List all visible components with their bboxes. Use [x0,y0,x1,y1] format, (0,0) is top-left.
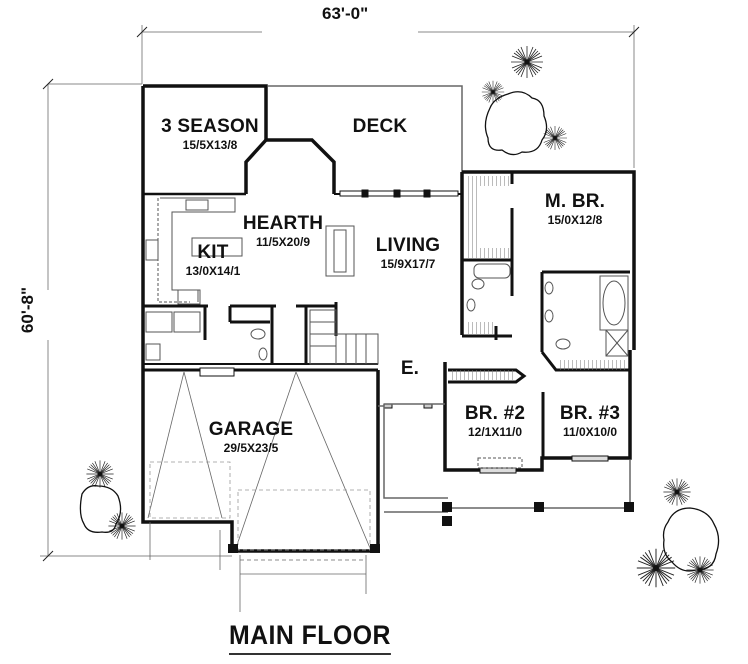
exterior-walls [141,84,636,553]
landscaping-trees [79,45,720,588]
room-name: 3 SEASON [161,116,259,137]
room-size: 15/9X17/7 [380,257,436,271]
room-label-hearth: HEARTH 11/5X20/9 [238,214,328,248]
room-size: 29/5X23/5 [223,441,279,455]
room-label-entry: E. [398,359,422,378]
plan-title: MAIN FLOOR [229,620,391,655]
room-label-living: LIVING 15/9X17/7 [366,236,450,270]
garage-corners [228,544,380,553]
room-name: HEARTH [242,213,324,234]
room-name: GARAGE [208,419,294,440]
room-size: 11/0X10/0 [562,425,618,439]
room-label-three-season: 3 SEASON 15/5X13/8 [150,117,270,151]
porch-posts [442,502,634,526]
room-name: BR. #2 [464,403,526,424]
room-size: 15/5X13/8 [182,138,238,152]
overall-width-dimension: 63'-0" [322,4,369,23]
room-name: BR. #3 [559,403,621,424]
deck-outline [268,85,463,172]
dimension-lines [40,25,640,562]
room-name: KIT [197,242,229,263]
room-label-kitchen: KIT 13/0X14/1 [178,243,248,277]
room-size: 13/0X14/1 [185,264,241,278]
garage-details [147,371,371,612]
overall-depth-dimension: 60'-8" [18,286,37,334]
room-label-garage: GARAGE 29/5X23/5 [196,420,306,454]
room-name: DECK [352,116,408,137]
room-size: 11/5X20/9 [255,235,311,249]
room-label-deck: DECK [340,117,420,136]
room-size: 12/1X11/0 [467,425,523,439]
room-label-master-bedroom: M. BR. 15/0X12/8 [530,192,620,226]
room-label-bedroom-2: BR. #2 12/1X11/0 [452,404,538,438]
room-name: E. [400,358,420,379]
room-name: LIVING [375,235,441,256]
room-size: 15/0X12/8 [547,213,603,227]
fixtures [145,197,629,469]
room-name: M. BR. [544,191,606,212]
closet-hatching [450,176,628,380]
room-label-bedroom-3: BR. #3 11/0X10/0 [548,404,632,438]
